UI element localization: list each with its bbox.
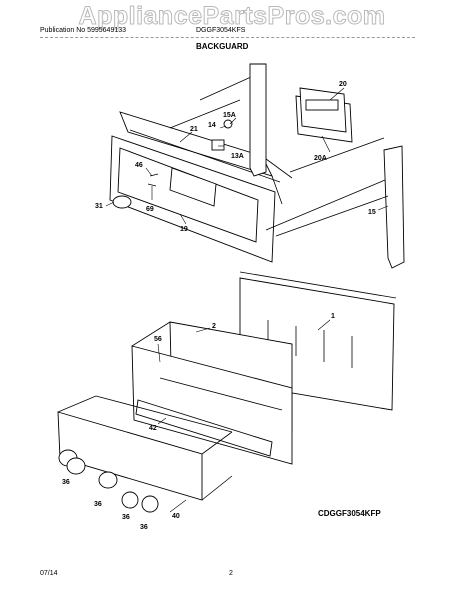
callout-14: 14 — [208, 122, 216, 129]
footer-date: 07/14 — [40, 570, 58, 577]
backguard-panel — [131, 321, 293, 465]
knobs — [58, 449, 159, 513]
callout-20a: 20A — [314, 155, 327, 162]
callout-31: 31 — [95, 203, 103, 210]
backguard-frame — [109, 71, 293, 263]
watermark: AppliancePartsPros.com — [78, 2, 386, 31]
callout-46: 46 — [135, 162, 143, 169]
control-board — [295, 87, 353, 143]
callout-40: 40 — [172, 513, 180, 520]
callout-36-c: 36 — [122, 514, 130, 521]
callout-20: 20 — [339, 81, 347, 88]
control-panel — [57, 395, 233, 501]
page-number: 2 — [229, 570, 233, 577]
callout-36-a: 36 — [62, 479, 70, 486]
callout-15a: 15A — [223, 112, 236, 119]
callout-56: 56 — [154, 336, 162, 343]
diagram-id: CDGGF3054KFP — [318, 509, 381, 518]
callout-13a: 13A — [231, 153, 244, 160]
side-brackets — [249, 63, 405, 269]
leader-lines — [105, 87, 389, 513]
callout-21: 21 — [190, 126, 198, 133]
callout-19: 19 — [180, 226, 188, 233]
callout-1: 1 — [331, 313, 335, 320]
model-code: DGGF3054KFS — [196, 27, 246, 34]
callout-42: 42 — [149, 425, 157, 432]
callout-36-d: 36 — [140, 524, 148, 531]
header-rule — [40, 37, 415, 38]
trim-strip — [135, 399, 273, 457]
section-title: BACKGUARD — [196, 42, 249, 51]
callout-15: 15 — [368, 209, 376, 216]
publication-number: Publication No 5995649133 — [40, 27, 127, 34]
callout-2: 2 — [212, 323, 216, 330]
callout-36-b: 36 — [94, 501, 102, 508]
callout-69: 69 — [146, 206, 154, 213]
